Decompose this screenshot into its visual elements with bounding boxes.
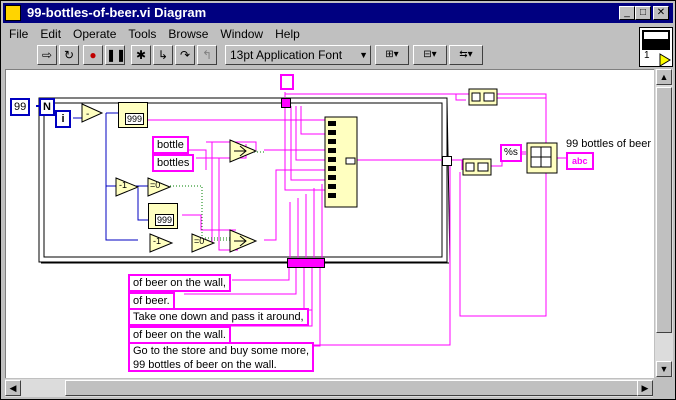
font-select-value: 13pt Application Font bbox=[230, 48, 343, 62]
vertical-scrollbar[interactable]: ▲ ▼ bbox=[655, 69, 673, 377]
count-constant[interactable]: 99 bbox=[10, 98, 31, 116]
eq0-a-label: =0 bbox=[150, 180, 161, 190]
window-title: 99-bottles-of-beer.vi Diagram bbox=[27, 5, 207, 20]
eq0-b-label: =0 bbox=[194, 236, 205, 246]
format-into-string-node[interactable] bbox=[526, 142, 558, 174]
empty-string-constant[interactable] bbox=[280, 74, 294, 90]
menu-tools[interactable]: Tools bbox=[128, 27, 157, 41]
connector-number: 1 bbox=[644, 50, 650, 61]
vi-icon bbox=[642, 30, 671, 67]
wires-layer bbox=[36, 92, 566, 347]
string-constant-4[interactable]: of beer on the wall. bbox=[128, 326, 231, 344]
loop-count-terminal[interactable]: N bbox=[39, 98, 55, 116]
step-over-icon[interactable]: ↷ bbox=[175, 45, 195, 65]
run-arrow-icon[interactable]: ⇨ bbox=[37, 45, 57, 65]
minus1-b-label: -1 bbox=[153, 236, 162, 246]
menu-help[interactable]: Help bbox=[275, 27, 300, 41]
horizontal-scroll-thumb[interactable] bbox=[65, 380, 651, 396]
decrement-node[interactable]: - bbox=[80, 102, 104, 124]
menu-window[interactable]: Window bbox=[220, 27, 264, 41]
indicator-label: 99 bottles of beer bbox=[566, 138, 652, 150]
bottles-constant[interactable]: bottles bbox=[152, 154, 195, 172]
string-indicator[interactable]: abc bbox=[566, 152, 594, 170]
menu-file[interactable]: File bbox=[9, 27, 29, 41]
dropdown-arrow-icon: ▼ bbox=[359, 50, 368, 60]
menu-operate[interactable]: Operate bbox=[73, 27, 117, 41]
equal-zero-node-b[interactable] bbox=[190, 232, 216, 254]
svg-text:-: - bbox=[86, 109, 89, 120]
loop-index-terminal[interactable]: i bbox=[55, 110, 71, 128]
format-string-constant[interactable]: %s bbox=[500, 144, 522, 162]
vi-connector-pane[interactable]: 1 bbox=[639, 27, 673, 67]
shift-register-out[interactable] bbox=[442, 156, 452, 166]
distribute-objects-dropdown[interactable]: ⊟▾ bbox=[413, 45, 447, 65]
minus-one-node-a[interactable] bbox=[114, 176, 140, 198]
string-constant-5-line-2: 99 bottles of beer on the wall. bbox=[133, 359, 277, 371]
labview-icon[interactable] bbox=[5, 5, 21, 21]
highlight-execution-icon[interactable]: ✱ bbox=[131, 45, 151, 65]
scroll-up-icon[interactable]: ▲ bbox=[656, 69, 672, 85]
pause-icon[interactable]: ❚❚ bbox=[105, 45, 126, 65]
minimize-button[interactable]: _ bbox=[619, 6, 635, 20]
tunnel-top[interactable] bbox=[281, 98, 291, 108]
title-bar[interactable]: 99-bottles-of-beer.vi Diagram _ □ ✕ bbox=[3, 3, 673, 23]
string-constant-5[interactable]: Go to the store and buy some more, 99 bo… bbox=[128, 342, 315, 372]
vertical-scroll-thumb[interactable] bbox=[656, 87, 672, 333]
menu-edit[interactable]: Edit bbox=[40, 27, 62, 41]
menu-browse[interactable]: Browse bbox=[168, 27, 209, 41]
scroll-left-icon[interactable]: ◀ bbox=[5, 380, 21, 396]
string-constant-5-line-1: Go to the store and buy some more, bbox=[133, 345, 310, 357]
menu-bar: File Edit Operate Tools Browse Window Help bbox=[3, 25, 563, 43]
string-constant-3[interactable]: Take one down and pass it around, bbox=[128, 308, 309, 326]
select-node-a[interactable] bbox=[228, 138, 258, 164]
scroll-down-icon[interactable]: ▼ bbox=[656, 361, 672, 377]
close-button[interactable]: ✕ bbox=[653, 6, 669, 20]
maximize-button[interactable]: □ bbox=[635, 6, 651, 20]
equal-zero-node-a[interactable] bbox=[146, 176, 172, 198]
bottle-constant[interactable]: bottle bbox=[152, 136, 189, 154]
fmt999-a-label: 999 bbox=[125, 113, 145, 125]
select-node-b[interactable] bbox=[228, 228, 258, 254]
fmt999-b-label: 999 bbox=[155, 214, 175, 226]
step-into-icon[interactable]: ↳ bbox=[153, 45, 173, 65]
format-number-node-a[interactable]: 999 bbox=[118, 102, 148, 128]
font-select[interactable]: 13pt Application Font ▼ bbox=[225, 45, 371, 65]
tunnel-bottom[interactable] bbox=[287, 258, 325, 268]
build-array-node-a[interactable] bbox=[468, 88, 498, 106]
format-number-node-b[interactable]: 999 bbox=[148, 203, 178, 229]
toolbar: ⇨ ↻ ● ❚❚ ✱ ↳ ↷ ↰ 13pt Application Font▼ … bbox=[3, 43, 633, 69]
step-out-icon[interactable]: ↰ bbox=[197, 45, 217, 65]
string-constant-1[interactable]: of beer on the wall, bbox=[128, 274, 231, 292]
run-continuously-icon[interactable]: ↻ bbox=[59, 45, 79, 65]
scroll-right-icon[interactable]: ▶ bbox=[637, 380, 653, 396]
abort-icon[interactable]: ● bbox=[83, 45, 103, 65]
align-objects-dropdown[interactable]: ⊞▾ bbox=[375, 45, 409, 65]
build-array-node-b[interactable] bbox=[462, 158, 492, 176]
block-diagram[interactable]: 99 N i - 999 999 -1 =0 -1 =0 bbox=[5, 69, 654, 378]
reorder-dropdown[interactable]: ⇆▾ bbox=[449, 45, 483, 65]
minus-one-node-b[interactable] bbox=[148, 232, 174, 254]
horizontal-scrollbar[interactable]: ◀ ▶ bbox=[5, 379, 653, 397]
concatenate-strings-node[interactable] bbox=[324, 116, 358, 208]
minus1-a-label: -1 bbox=[119, 180, 128, 190]
